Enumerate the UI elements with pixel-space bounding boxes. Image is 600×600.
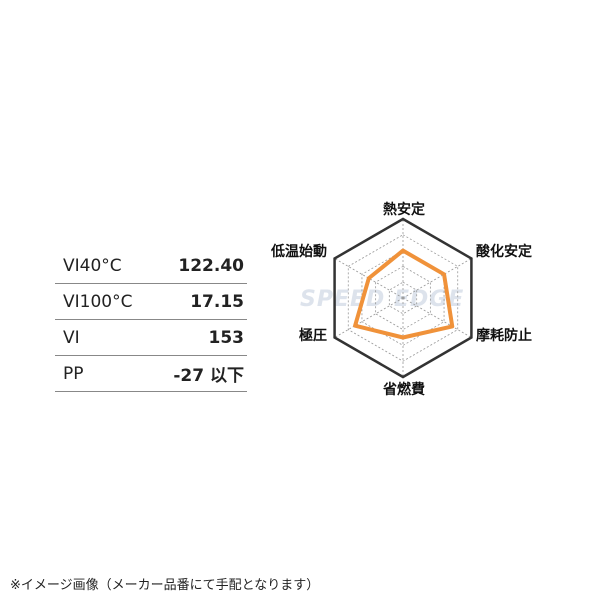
grid-spoke <box>402 297 472 338</box>
axis-label: 極圧 <box>299 327 327 344</box>
spec-row: VI40°C 122.40 <box>55 248 247 284</box>
grid-ring <box>347 234 459 362</box>
spec-value: 17.15 <box>190 291 244 312</box>
spec-label: VI100°C <box>63 291 133 312</box>
axis-label: 低温始動 <box>270 243 327 260</box>
watermark: SPEED EDGE <box>300 287 465 312</box>
axis-label: 熱安定 <box>383 201 425 218</box>
spec-label: VI <box>63 327 80 348</box>
spec-label: PP <box>63 363 84 384</box>
series-line <box>353 248 455 340</box>
grid-ring <box>375 265 431 331</box>
spec-row: VI100°C 17.15 <box>55 284 247 320</box>
spec-value: 153 <box>208 327 245 348</box>
grid-spoke <box>334 258 404 299</box>
spec-row: VI 153 <box>55 320 247 356</box>
radar-outline <box>333 217 473 379</box>
axis-label: 摩耗防止 <box>476 327 532 344</box>
spec-label: VI40°C <box>63 255 122 276</box>
image-note: ※イメージ画像（メーカー品番にて手配となります） <box>10 578 320 593</box>
axis-label: 省燃費 <box>382 381 425 398</box>
spec-value: 122.40 <box>178 255 244 276</box>
spec-row: PP -27 以下 <box>55 356 247 392</box>
spec-value: -27 以下 <box>173 366 244 386</box>
spec-table: VI40°C 122.40 VI100°C 17.15 VI 153 PP -27 以下 <box>55 248 247 392</box>
axis-label: 酸化安定 <box>476 243 532 260</box>
grid-ring <box>361 250 445 346</box>
grid-spoke <box>334 297 404 338</box>
grid-spoke <box>402 258 472 299</box>
